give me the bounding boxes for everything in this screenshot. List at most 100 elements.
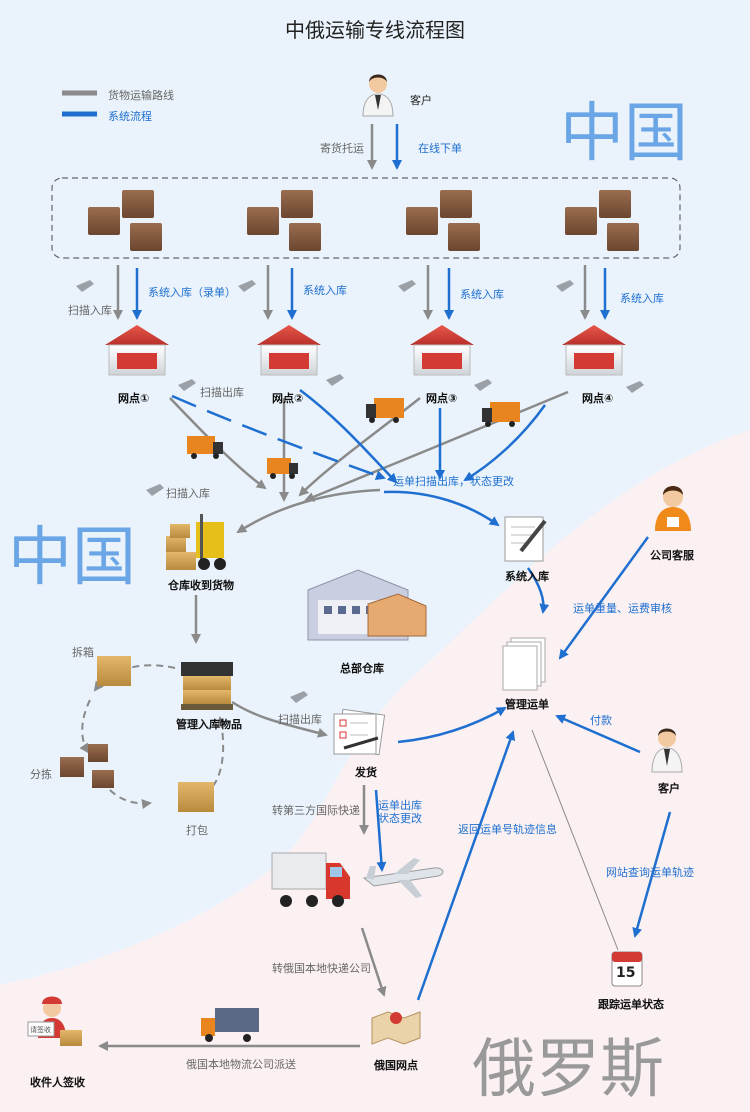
arrow-truck-ruoutlet <box>360 927 387 997</box>
arrow-outlet4-system <box>463 404 547 482</box>
transfer-intl-label: 转第三方国际快递 <box>272 804 360 817</box>
russia-outlet-label: 俄国网点 <box>374 1059 418 1072</box>
status-change-label: 状态更改 <box>378 812 422 825</box>
arrow-return-tracking <box>416 730 516 1001</box>
sorting-boxes-icon <box>60 744 114 788</box>
delivery-truck-icon <box>201 1008 259 1042</box>
forklift-icon <box>166 514 226 570</box>
line-track <box>531 729 619 951</box>
scanner-icon <box>146 484 164 496</box>
calendar-day: 15 <box>616 965 636 981</box>
arrow-outlet3-hub <box>298 397 421 497</box>
document-pen-icon <box>504 516 547 562</box>
outlet-2-label: 网点② <box>272 392 304 405</box>
van-icon <box>187 436 223 459</box>
parcel-group-1 <box>88 190 162 251</box>
arrow-web-query <box>632 811 672 938</box>
box-icon <box>88 207 120 235</box>
arrow-outlet1-hub <box>169 397 267 490</box>
web-query-label: 网站查询运单轨迹 <box>606 866 694 879</box>
box-icon <box>289 223 321 251</box>
scan-in-label: 扫描入库 <box>68 304 112 317</box>
scan-in-2-label: 扫描入库 <box>166 487 210 500</box>
warehouse-cycle-icons <box>60 656 233 812</box>
box-icon <box>565 207 597 235</box>
box-icon <box>130 223 162 251</box>
customer-right-icon <box>651 728 683 773</box>
arrow-dispatch-manage <box>397 706 507 744</box>
page-title: 中俄运输专线流程图 <box>285 18 465 42</box>
waybill-scan-status-label: 运单扫描出库，状态更改 <box>393 475 514 488</box>
sys-in-label-4: 系统入库 <box>620 292 664 305</box>
box-icon <box>122 190 154 218</box>
outlet-4-label: 网点④ <box>582 392 614 405</box>
payment-label: 付款 <box>590 714 612 727</box>
arrow-to-system-in <box>383 490 500 527</box>
pack-box-icon <box>178 782 214 812</box>
box-icon <box>607 223 639 251</box>
airplane-icon <box>362 858 444 898</box>
transfer-local-label: 转俄国本地快递公司 <box>272 962 371 975</box>
cargo-truck-icon <box>271 852 350 907</box>
scanner-icon <box>398 280 416 292</box>
parcel-group-4 <box>565 190 639 251</box>
box-icon <box>448 223 480 251</box>
scan-out-2-label: 扫描出库 <box>278 713 322 726</box>
box-icon <box>599 190 631 218</box>
arrow-pack <box>109 789 152 810</box>
receiver-sign-label: 收件人签收 <box>30 1076 85 1089</box>
dispatch-label: 发货 <box>355 766 377 779</box>
customer-label: 客户 <box>410 94 432 107</box>
parcel-group-3 <box>406 190 480 251</box>
manage-inbound-label: 管理入库物品 <box>176 718 242 731</box>
arrow-system-manage <box>526 567 550 614</box>
packing-label: 打包 <box>186 824 208 837</box>
outlet-1-label: 网点① <box>118 392 150 405</box>
scanner-icon <box>474 379 492 391</box>
customer-service-icon <box>655 486 691 531</box>
receiver-card-text: 请签收 <box>30 1026 51 1034</box>
managed-goods-stack-icon <box>181 662 233 710</box>
outlet-2-building-icon <box>257 325 321 376</box>
dispatch-form-icon <box>333 708 386 756</box>
arrow-payment <box>555 714 641 754</box>
scanner-icon <box>76 280 94 292</box>
region-label-russia: 俄罗斯 <box>472 1033 664 1107</box>
arrow-outlet2-system <box>299 389 398 484</box>
weight-fee-review-label: 运单重量、运费审核 <box>573 602 672 615</box>
van-icon <box>366 398 404 423</box>
customer-icon <box>362 74 394 117</box>
manage-waybill-label: 管理运单 <box>505 698 549 711</box>
unpack-label: 拆箱 <box>72 646 94 659</box>
arrow-service-review <box>558 536 650 660</box>
van-icon <box>482 402 520 427</box>
return-tracking-label: 返回运单号轨迹信息 <box>458 823 557 836</box>
consign-label: 寄货托运 <box>320 142 364 155</box>
outlet-1-building-icon <box>105 325 169 376</box>
scanners <box>76 280 644 703</box>
hq-warehouse-label: 总部仓库 <box>340 662 384 675</box>
gray-route-arrows <box>98 124 619 1051</box>
arrow-manage-dispatch <box>231 700 328 738</box>
waybill-stack-icon <box>502 637 546 691</box>
arrow-status-change <box>374 789 387 872</box>
van-icon <box>267 458 298 479</box>
sys-in-label-3: 系统入库 <box>460 288 504 301</box>
outlet-4-building-icon <box>562 325 626 376</box>
russia-region-bg <box>0 430 750 1112</box>
small-trucks <box>187 398 520 479</box>
arrow-pack-back <box>212 716 227 787</box>
arrow-sort <box>79 699 91 754</box>
sorting-label: 分拣 <box>30 768 52 781</box>
pickup-group-box <box>51 177 681 259</box>
customer-right-label: 客户 <box>658 782 680 795</box>
scanner-icon <box>178 379 196 391</box>
scanner-icon <box>326 374 344 386</box>
scanner-icon <box>238 280 256 292</box>
hq-warehouse-icon <box>307 569 427 641</box>
track-status-label: 跟踪运单状态 <box>598 998 664 1011</box>
scan-out-label: 扫描出库 <box>200 386 244 399</box>
sys-in-label-2: 系统入库 <box>303 284 347 297</box>
map-pin-icon <box>371 1011 421 1045</box>
